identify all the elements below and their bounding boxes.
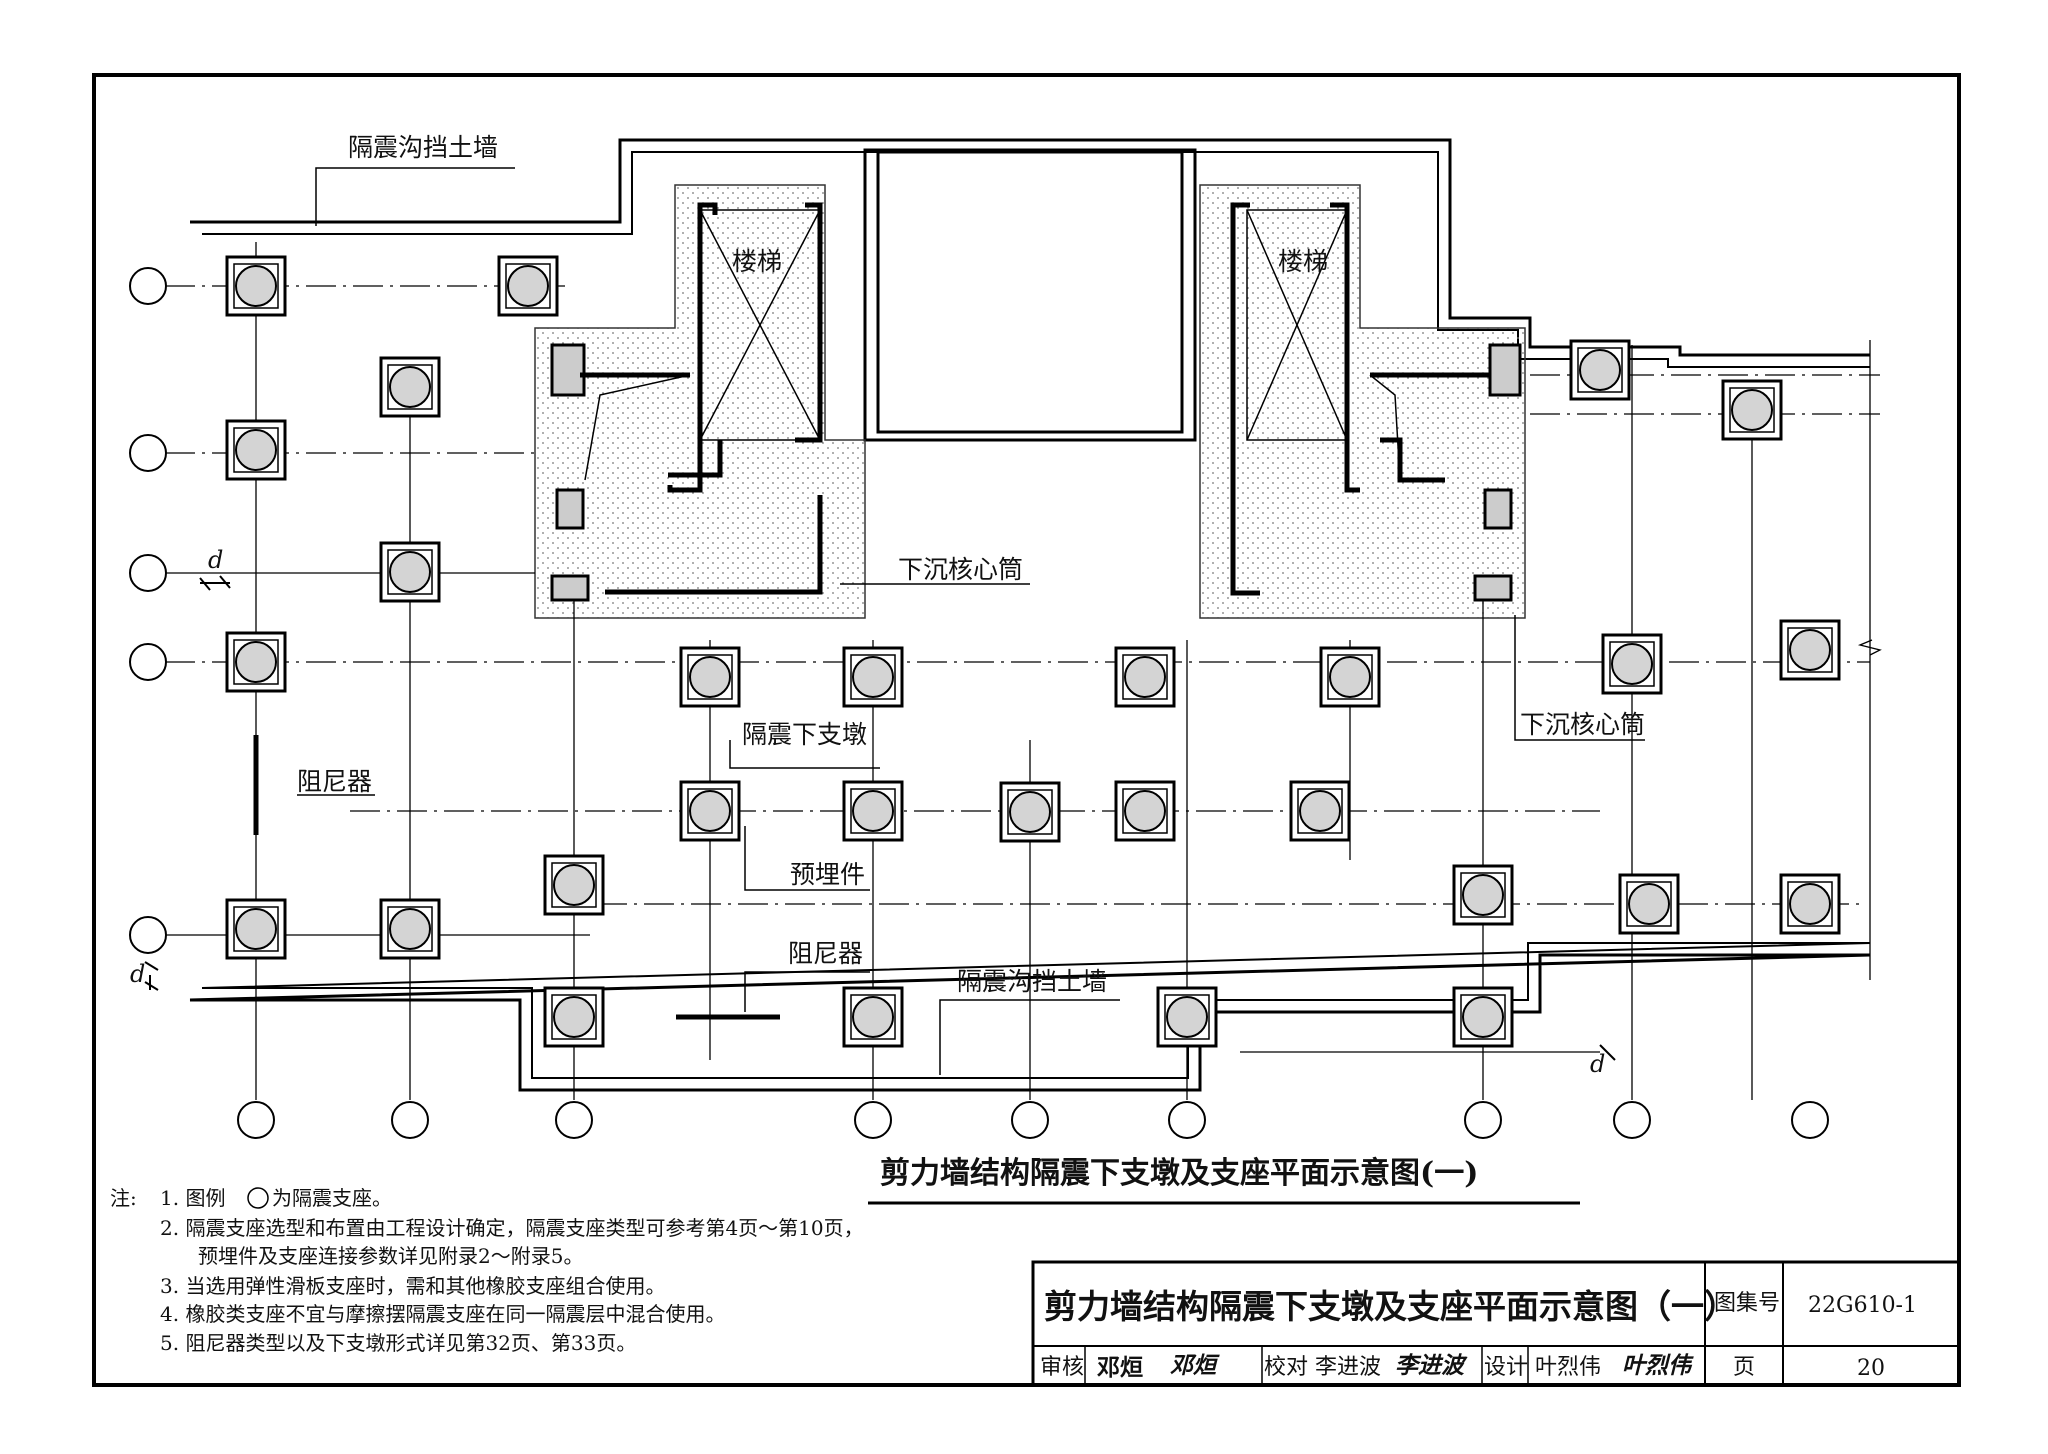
isolation-bearing	[1114, 780, 1176, 842]
axis-bubble	[129, 267, 167, 305]
axis-bubble	[129, 643, 167, 681]
isolation-bearing	[1319, 646, 1381, 708]
isolation-bearing	[1114, 646, 1176, 708]
isolation-bearing	[679, 646, 741, 708]
isolation-bearing	[379, 541, 441, 603]
isolation-bearing	[225, 631, 287, 693]
isolation-bearing	[1779, 619, 1841, 681]
atlas-number: 22G610-1	[1808, 1293, 1917, 1318]
axis-bubble	[129, 554, 167, 592]
axis-bubbles	[129, 267, 1829, 1139]
axis-bubble	[555, 1101, 593, 1139]
dampers	[253, 735, 780, 1020]
label-retaining-wall-top: 隔震沟挡土墙	[348, 133, 498, 162]
label-retaining-wall-bottom: 隔震沟挡土墙	[957, 967, 1107, 996]
isolation-bearing	[1452, 986, 1514, 1048]
isolation-bearing	[1156, 986, 1218, 1048]
reviewer-name: 邓烜	[1097, 1354, 1143, 1381]
axis-bubble	[1791, 1101, 1829, 1139]
isolation-bearing	[1452, 864, 1514, 926]
note-1-prefix: 1. 图例	[160, 1186, 225, 1210]
sunken-core-right	[1199, 184, 1526, 619]
isolation-bearing	[842, 646, 904, 708]
note-2a: 2. 隔震支座选型和布置由工程设计确定，隔震支座类型可参考第4页～第10页，	[160, 1216, 864, 1240]
label-embedded-part: 预埋件	[790, 860, 865, 889]
axis-bubble	[1613, 1101, 1651, 1139]
isolation-bearing	[225, 419, 287, 481]
isolation-bearing	[1601, 633, 1663, 695]
label-sunken-core-left: 下沉核心筒	[898, 555, 1023, 584]
isolation-bearing	[543, 986, 605, 1048]
notes: 注: 1. 图例 为隔震支座。 2. 隔震支座选型和布置由工程设计确定，隔震支座…	[110, 1186, 864, 1355]
title-block-title: 剪力墙结构隔震下支墩及支座平面示意图（一）	[1044, 1287, 1737, 1326]
page-label: 页	[1733, 1355, 1755, 1380]
axis-bubble	[391, 1101, 429, 1139]
note-4: 4. 橡胶类支座不宜与摩擦摆隔震支座在同一隔震层中混合使用。	[160, 1302, 725, 1326]
axis-bubble	[1464, 1101, 1502, 1139]
dimension-marks	[144, 575, 1616, 1061]
plan-title: 剪力墙结构隔震下支墩及支座平面示意图(一)	[880, 1156, 1478, 1191]
axis-bubble	[854, 1101, 892, 1139]
sheet-frame	[92, 73, 1961, 1387]
checker-name: 李进波	[1315, 1355, 1381, 1380]
label-damper-bottom: 阻尼器	[788, 939, 863, 968]
isolation-bearing	[225, 255, 287, 317]
note-3: 3. 当选用弹性滑板支座时，需和其他橡胶支座组合使用。	[160, 1274, 665, 1298]
isolation-bearing	[999, 781, 1061, 843]
note-2b: 预埋件及支座连接参数详见附录2～附录5。	[198, 1244, 583, 1268]
axis-bubble	[129, 434, 167, 472]
label-sunken-core-right: 下沉核心筒	[1520, 710, 1645, 739]
label-stair-left: 楼梯	[732, 247, 782, 276]
label-pier: 隔震下支墩	[742, 720, 867, 749]
isolation-bearing	[1721, 379, 1783, 441]
legend-bearing-symbol	[247, 1187, 269, 1209]
core-walls	[550, 343, 1522, 602]
isolation-bearing	[842, 780, 904, 842]
axis-bubble	[237, 1101, 275, 1139]
axis-bubble	[1011, 1101, 1049, 1139]
label-damper-left: 阻尼器	[297, 767, 372, 796]
review-label: 审核	[1040, 1355, 1084, 1380]
notes-heading: 注:	[110, 1186, 137, 1210]
atlas-label: 图集号	[1714, 1291, 1780, 1316]
isolation-bearing	[543, 854, 605, 916]
isolation-bearing	[225, 898, 287, 960]
dim-d-bottom-left: d	[130, 960, 145, 988]
title-block	[1031, 1260, 1961, 1387]
leader-lines	[297, 167, 1645, 1075]
axis-bubble	[129, 916, 167, 954]
central-void	[863, 148, 1197, 442]
designer-name: 叶烈伟	[1535, 1355, 1601, 1380]
isolation-bearing	[679, 780, 741, 842]
isolation-bearing	[1569, 339, 1631, 401]
note-5: 5. 阻尼器类型以及下支墩形式详见第32页、第33页。	[160, 1331, 636, 1355]
isolation-bearing	[1618, 873, 1680, 935]
design-label: 设计	[1484, 1355, 1528, 1380]
isolation-bearing	[1289, 780, 1351, 842]
dim-d-left: d	[208, 546, 223, 574]
page-number: 20	[1857, 1356, 1885, 1381]
stair-cross	[584, 209, 1401, 481]
axis-bubble	[1168, 1101, 1206, 1139]
isolation-bearing	[842, 986, 904, 1048]
label-stair-right: 楼梯	[1278, 247, 1328, 276]
dim-d-bottom-right: d	[1590, 1050, 1605, 1078]
note-1-suffix: 为隔震支座。	[272, 1186, 392, 1210]
isolation-bearing	[497, 255, 559, 317]
isolation-bearings	[225, 255, 1841, 1048]
isolation-bearing	[379, 356, 441, 418]
reviewer-signature: 邓烜	[1170, 1352, 1220, 1379]
designer-signature: 叶烈伟	[1622, 1352, 1694, 1379]
isolation-bearing	[1779, 873, 1841, 935]
check-label: 校对	[1264, 1355, 1308, 1380]
isolation-bearing	[379, 898, 441, 960]
checker-signature: 李进波	[1395, 1352, 1468, 1379]
